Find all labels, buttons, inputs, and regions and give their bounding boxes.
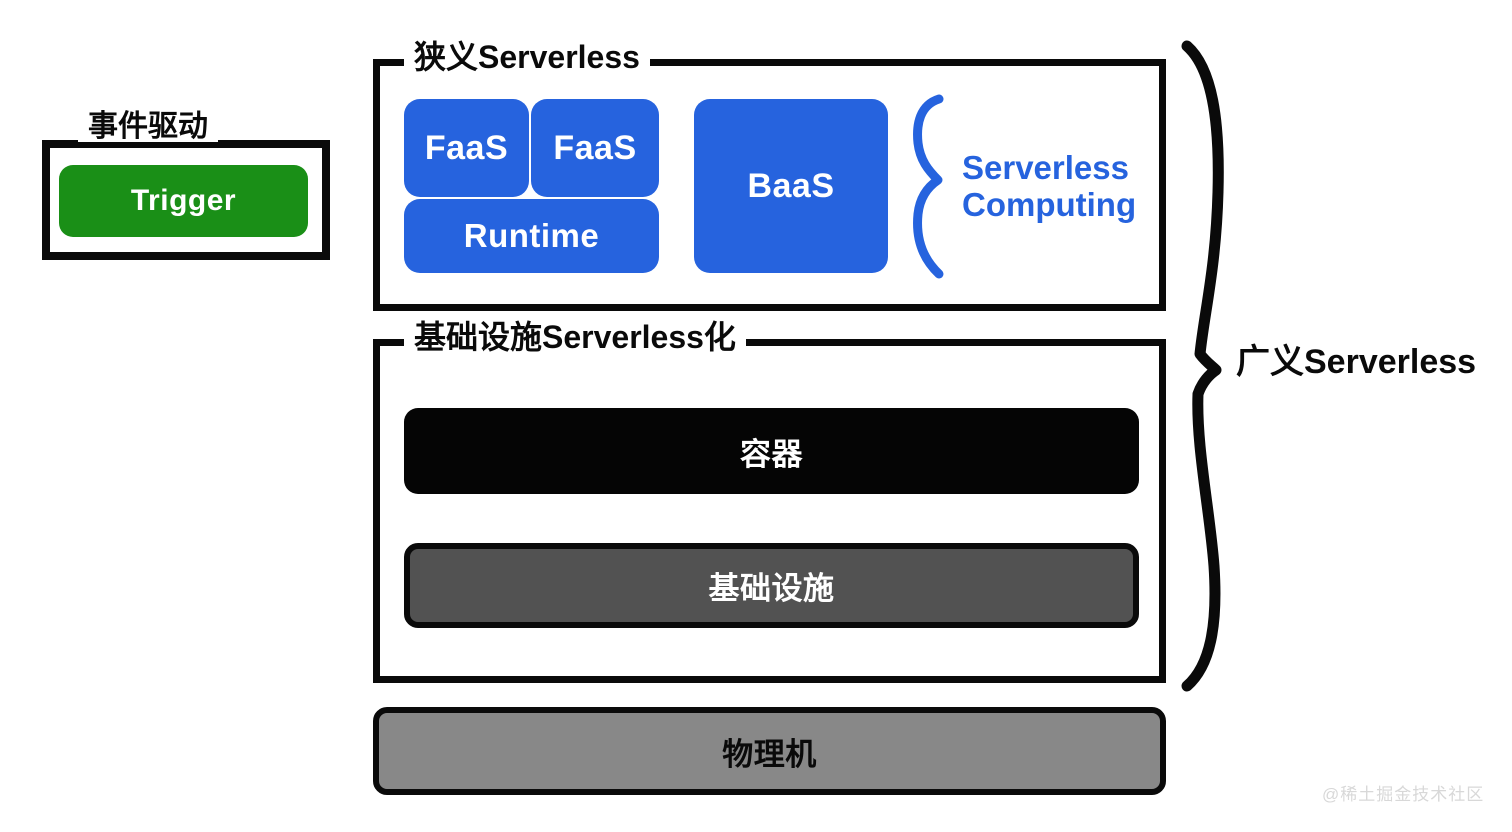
runtime-box[interactable]: Runtime (404, 199, 659, 273)
watermark: @稀土掘金技术社区 (1322, 785, 1485, 804)
container-box-label: 容器 (740, 436, 803, 472)
container-box[interactable]: 容器 (404, 408, 1139, 494)
infrastructure-serverless-frame (373, 339, 1166, 683)
serverless-computing-caption-line1: Serverless (962, 149, 1129, 186)
faas-left-label: FaaS (424, 128, 509, 167)
event-driven-frame (42, 140, 330, 260)
narrow-serverless-frame (373, 59, 1166, 311)
event-driven-frame-label: 事件驱动 (78, 112, 218, 142)
baas-box[interactable]: BaaS (694, 99, 888, 273)
trigger-box[interactable]: Trigger (59, 165, 308, 237)
trigger-box-label: Trigger (130, 184, 237, 217)
faas-right-label: FaaS (553, 128, 637, 167)
faas-left-box[interactable]: FaaS (404, 99, 529, 197)
serverless-computing-caption: Serverless Computing (962, 149, 1137, 224)
serverless-computing-brace-icon (913, 94, 944, 279)
infrastructure-serverless-frame-label: 基础设施Serverless化 (404, 321, 746, 353)
serverless-computing-caption-line2: Computing (962, 185, 1137, 223)
broad-serverless-brace-icon (1181, 40, 1224, 692)
physical-machine-box[interactable]: 物理机 (373, 707, 1166, 795)
infrastructure-box[interactable]: 基础设施 (404, 543, 1139, 628)
runtime-label: Runtime (463, 217, 600, 254)
infrastructure-box-label: 基础设施 (708, 571, 835, 606)
baas-label: BaaS (747, 166, 835, 205)
physical-machine-label: 物理机 (722, 736, 817, 772)
faas-right-box[interactable]: FaaS (531, 99, 659, 197)
narrow-serverless-frame-label: 狭义Serverless (404, 41, 650, 73)
broad-serverless-label: 广义Serverless (1236, 343, 1477, 381)
